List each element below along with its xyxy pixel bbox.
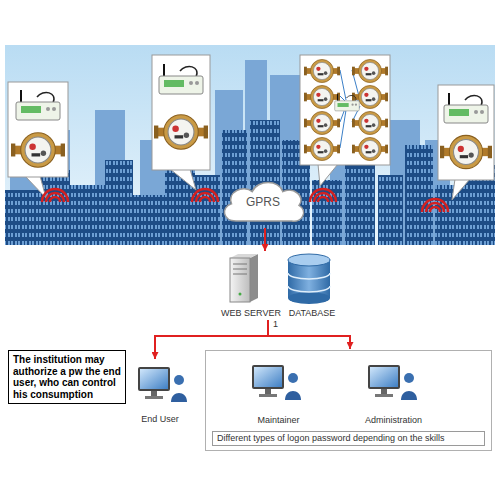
- user-node: End User: [125, 360, 195, 426]
- city-scene: [5, 45, 495, 245]
- server-icon: [230, 254, 258, 302]
- connector-arrow: [264, 228, 266, 251]
- note-text: The institution may authorize a pw the e…: [13, 354, 121, 400]
- database-node: DATABASE: [284, 252, 340, 320]
- user-group-box: Different types of logon password depend…: [205, 350, 492, 451]
- node-label: Maintainer: [257, 415, 299, 425]
- caption-box: Different types of logon password depend…: [212, 431, 485, 446]
- user-computer-icon: [138, 367, 187, 402]
- user-computer-icon: [368, 365, 417, 400]
- server-node: WEB SERVER: [217, 252, 285, 320]
- node-label: DATABASE: [289, 308, 336, 318]
- meter-callout: [8, 82, 68, 202]
- meter-callout: [300, 55, 390, 202]
- database-icon: [288, 254, 330, 304]
- meter-callout: [152, 55, 218, 202]
- network-cloud: GPRS: [218, 176, 308, 228]
- note-box: The institution may authorize a pw the e…: [8, 350, 126, 404]
- node-label: End User: [141, 414, 179, 424]
- meter-callout: [422, 85, 494, 212]
- node-label: GPRS: [246, 195, 280, 209]
- connector-arrow: [155, 320, 268, 359]
- user-node: Maintainer: [241, 361, 316, 427]
- user-computer-icon: [252, 365, 301, 400]
- callout-number: 1: [272, 320, 279, 330]
- connector-arrow: [268, 320, 350, 349]
- user-node: Administration: [351, 361, 436, 427]
- node-label: WEB SERVER: [221, 308, 281, 318]
- node-label: Administration: [365, 415, 422, 425]
